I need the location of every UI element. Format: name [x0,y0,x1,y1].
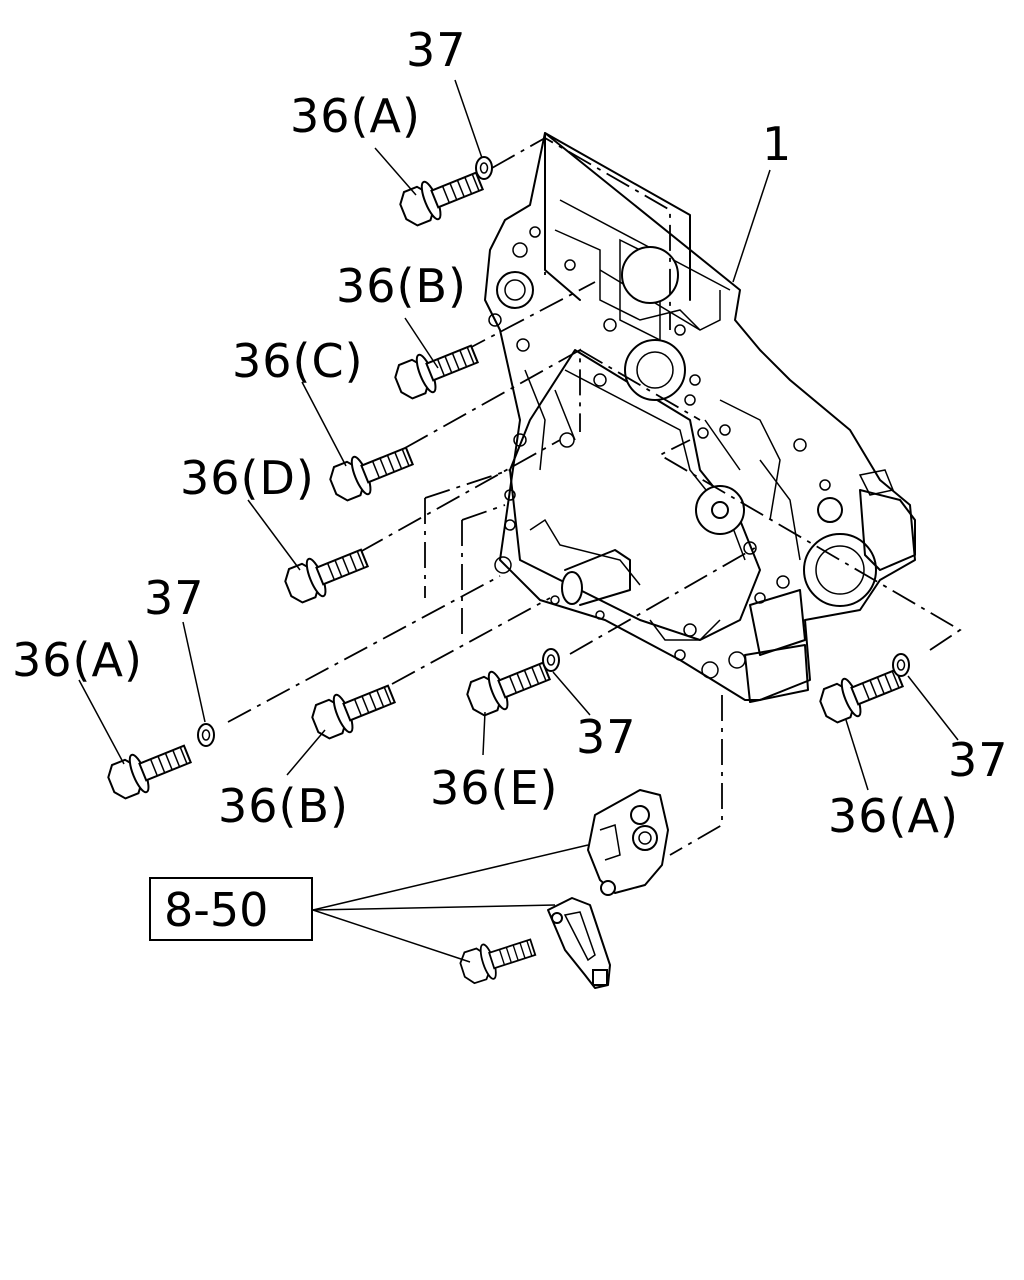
callout-37-top: 37 [406,23,467,77]
callout-36d: 36(D) [180,451,315,505]
flange-bolt-icon [456,929,540,989]
reference-box-label: 8-50 [164,883,268,937]
washer-icon [892,653,910,677]
reference-box[interactable]: 8-50 [149,877,313,941]
washer-icon [475,156,493,180]
bracket-icon [547,897,611,989]
callout-36b-upper: 36(B) [336,259,467,313]
washer-icon [542,648,560,672]
callout-36a-right: 36(A) [828,789,959,843]
assembly-centerlines [227,136,962,856]
flange-bolt-icon [394,161,488,232]
callout-37-mid: 37 [576,710,637,764]
flange-bolt-icon [102,734,196,805]
callout-37-right: 37 [948,733,1009,787]
callout-37-left: 37 [144,571,205,625]
callout-36a-left: 36(A) [12,633,143,687]
callout-36a-top: 36(A) [290,89,421,143]
callout-36b-lower: 36(B) [218,779,349,833]
callout-36c: 36(C) [232,334,364,388]
callout-1: 1 [762,117,792,171]
flange-bolt-icon [461,651,555,722]
flange-bolt-icon [389,334,483,405]
washer-icon [197,723,215,747]
callout-labels: 37 36(A) 1 36(B) 36(C) 36(D) 37 36(A) 36… [12,23,1009,843]
flange-bolt-icon [324,436,418,507]
bracket-icon [587,789,669,896]
front-gear-case [484,132,916,703]
flange-bolt-icon [279,538,373,609]
callout-leaders [78,79,959,963]
callout-36e: 36(E) [430,761,559,815]
